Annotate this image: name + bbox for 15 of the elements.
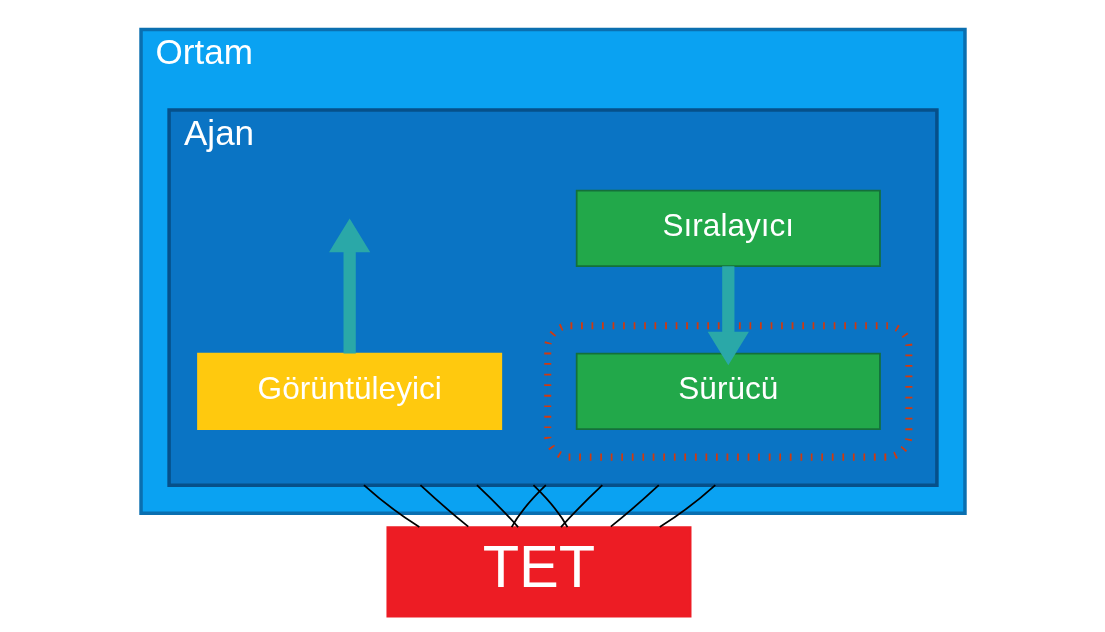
connector [362, 484, 420, 528]
node-box: Sürücü [575, 352, 881, 430]
connector [532, 484, 568, 528]
connector [609, 484, 660, 528]
arrow [707, 266, 749, 366]
connector [475, 484, 519, 528]
cluster [543, 322, 912, 461]
node-box: Görüntüleyici [196, 352, 502, 430]
connector [658, 484, 716, 528]
arrow [328, 218, 370, 354]
connector [510, 484, 547, 528]
connector [559, 484, 603, 528]
node-box: Sıralayıcı [575, 189, 881, 267]
connector [419, 484, 469, 528]
node-box: TET [385, 526, 691, 618]
